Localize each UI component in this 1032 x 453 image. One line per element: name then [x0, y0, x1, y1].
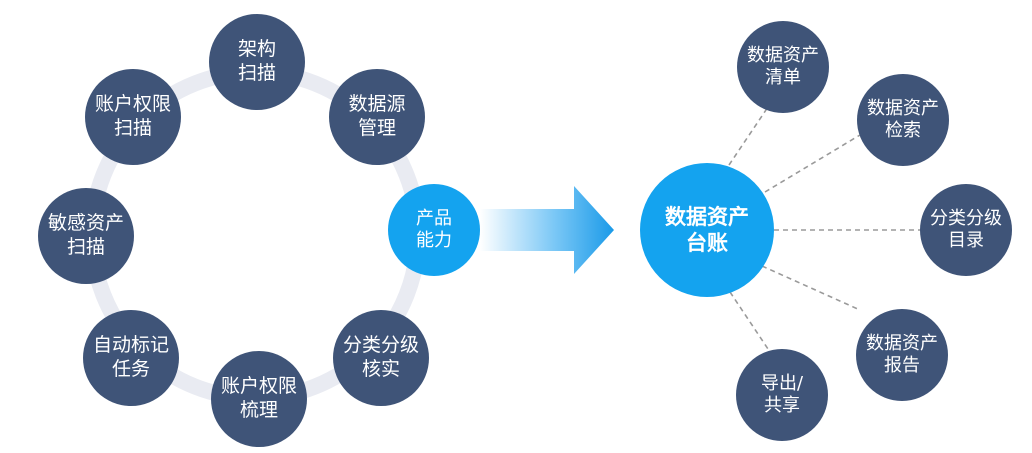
output-label-line2: 清单: [765, 67, 801, 88]
node-classification-review: 分类分级核实: [333, 310, 429, 406]
node-label-line1: 敏感资产: [47, 212, 124, 235]
output-asset-search: 数据资产检索: [857, 74, 949, 166]
flow-arrow: [480, 186, 614, 274]
output-asset-list: 数据资产清单: [737, 21, 829, 113]
output-label-line1: 数据资产: [866, 332, 938, 354]
node-account-permission-scan: 账户权限扫描: [85, 69, 181, 165]
output-export-share: 导出/共享: [736, 349, 828, 441]
node-datasource-management: 数据源管理: [329, 69, 425, 165]
node-product-capability: 产品能力: [388, 184, 480, 276]
output-label-line1: 数据资产: [867, 97, 939, 119]
connector-asset-list: [728, 106, 769, 166]
node-label-line1: 账户权限: [220, 375, 297, 398]
node-label-line1: 产品: [416, 207, 452, 229]
output-label-line1: 分类分级: [930, 207, 1002, 229]
connector-asset-report: [761, 265, 861, 311]
node-architecture-scan: 架构扫描: [209, 14, 305, 110]
output-label-line2: 检索: [885, 120, 921, 141]
node-account-permission-review: 账户权限梳理: [211, 351, 307, 447]
output-category-catalog: 分类分级目录: [920, 184, 1012, 276]
hub-data-asset-ledger: 数据资产台账: [640, 163, 774, 297]
node-label-line2: 扫描: [113, 117, 152, 139]
node-label-line1: 数据源: [348, 93, 406, 116]
node-label-line2: 核实: [361, 358, 400, 380]
node-label-line1: 账户权限: [94, 93, 171, 116]
output-label-line1: 数据资产: [747, 44, 819, 66]
node-auto-tagging-task: 自动标记任务: [83, 310, 179, 406]
node-sensitive-asset-scan: 敏感资产扫描: [38, 188, 134, 284]
node-label-line2: 扫描: [66, 236, 105, 258]
node-label-line1: 架构: [237, 38, 276, 61]
connector-export-share: [729, 291, 771, 353]
node-label-line2: 梳理: [239, 399, 278, 421]
node-label-line1: 自动标记: [92, 334, 169, 357]
node-label-line2: 扫描: [237, 62, 276, 84]
node-label-line2: 任务: [111, 358, 150, 380]
hub-label-line2: 台账: [686, 231, 728, 255]
connector-lines: [728, 106, 928, 353]
node-label-line2: 能力: [416, 230, 452, 251]
output-label-line1: 导出/: [760, 372, 804, 394]
output-label-line2: 共享: [763, 395, 800, 416]
node-label-line1: 分类分级: [342, 334, 419, 357]
node-label-line2: 管理: [357, 117, 396, 139]
connector-asset-search: [764, 134, 861, 193]
output-label-line2: 目录: [948, 230, 984, 251]
hub-label-line1: 数据资产: [665, 204, 749, 229]
output-label-line2: 报告: [884, 355, 920, 376]
output-asset-report: 数据资产报告: [856, 309, 948, 401]
